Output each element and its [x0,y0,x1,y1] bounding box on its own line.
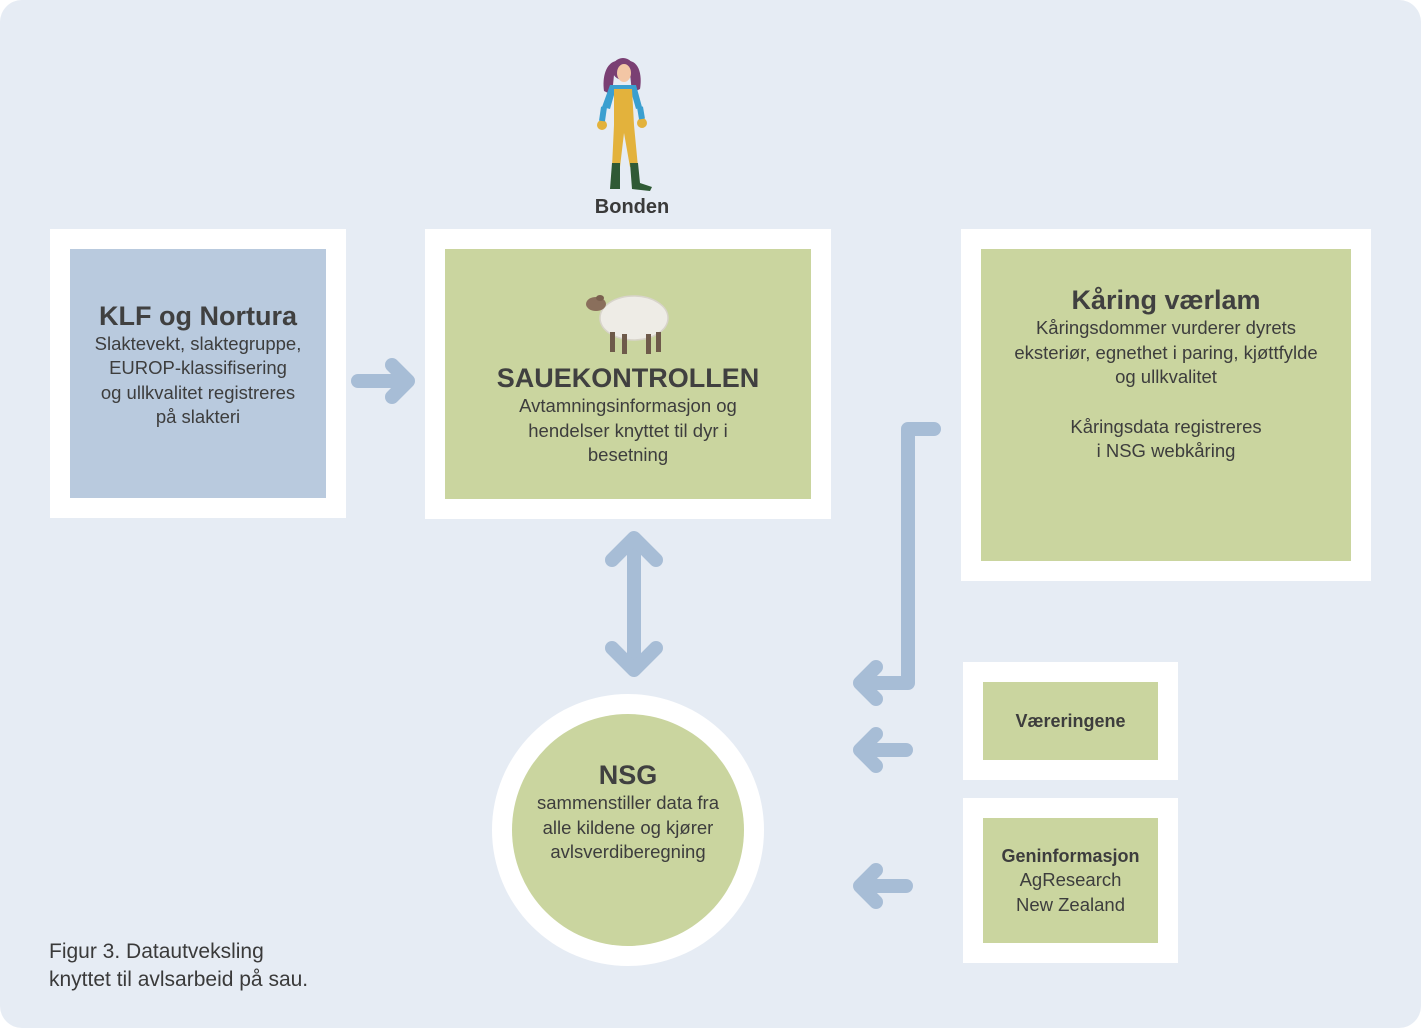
klf-title: KLF og Nortura [99,300,297,331]
geninfo-title: Geninformasjon [1001,846,1140,866]
karing-line: Kåringsdata registreres [1070,415,1262,437]
caption-line: Figur 3. Datautveksling [49,940,264,963]
vaeringene-title: Væreringene [1015,711,1126,731]
nsg-line: alle kildene og kjører [542,816,714,838]
karing-title: Kåring værlam [1071,285,1261,316]
arrow-karing-to-nsg [859,422,941,690]
arrow-up-head [605,531,663,567]
nsg-line: avlsverdiberegning [550,841,706,863]
klf-line: Slaktevekt, slaktegruppe, [94,332,302,354]
sauekontrollen-line: hendelser knyttet til dyr i [528,419,728,441]
sauekontrollen-line: Avtamningsinformasjon og [519,395,737,417]
klf-line: og ullkvalitet registreres [100,381,296,403]
sauekontrollen-box: SAUEKONTROLLEN Avtamningsinformasjon og … [445,249,811,499]
caption-line: knyttet til avlsarbeid på sau. [49,968,309,991]
nsg-line: sammenstiller data fra [537,792,719,814]
nsg-title: NSG [598,760,658,791]
farmer-icon [597,58,652,191]
geninfo-line: New Zealand [1015,893,1125,915]
karing-line: Kåringsdommer vurderer dyrets [1035,317,1297,339]
sauekontrollen-line: besetning [587,444,669,466]
geninfo-line: AgResearch [1019,869,1122,890]
geninfo-box: Geninformasjon AgResearch New Zealand [983,818,1158,943]
farmer-label: Bonden [594,196,670,218]
karing-line: og ullkvalitet [1115,366,1217,388]
sauekontrollen-title: SAUEKONTROLLEN [496,363,760,394]
arrow-vaeringene-head [853,727,883,773]
vaeringene-box: Væreringene [983,682,1158,760]
figure-caption: Figur 3. Datautveksling knyttet til avls… [49,938,308,994]
karing-line: eksteriør, egnethet i paring, kjøttfylde [1014,341,1318,363]
klf-line: EUROP-klassifisering [109,357,287,378]
arrow-geninfo-head [853,863,883,909]
arrow-klf-head [385,358,415,404]
arrow-down-head [605,641,663,677]
arrow-karing-head [853,660,883,706]
sheep-icon [586,295,669,355]
klf-line: på slakteri [155,406,241,427]
karing-box: Kåring værlam Kåringsdommer vurderer dyr… [981,249,1351,561]
klf-box: KLF og Nortura Slaktevekt, slaktegruppe,… [70,249,326,498]
karing-line: i NSG webkåring [1096,440,1236,462]
nsg-circle: NSG sammenstiller data fra alle kildene … [512,714,744,946]
